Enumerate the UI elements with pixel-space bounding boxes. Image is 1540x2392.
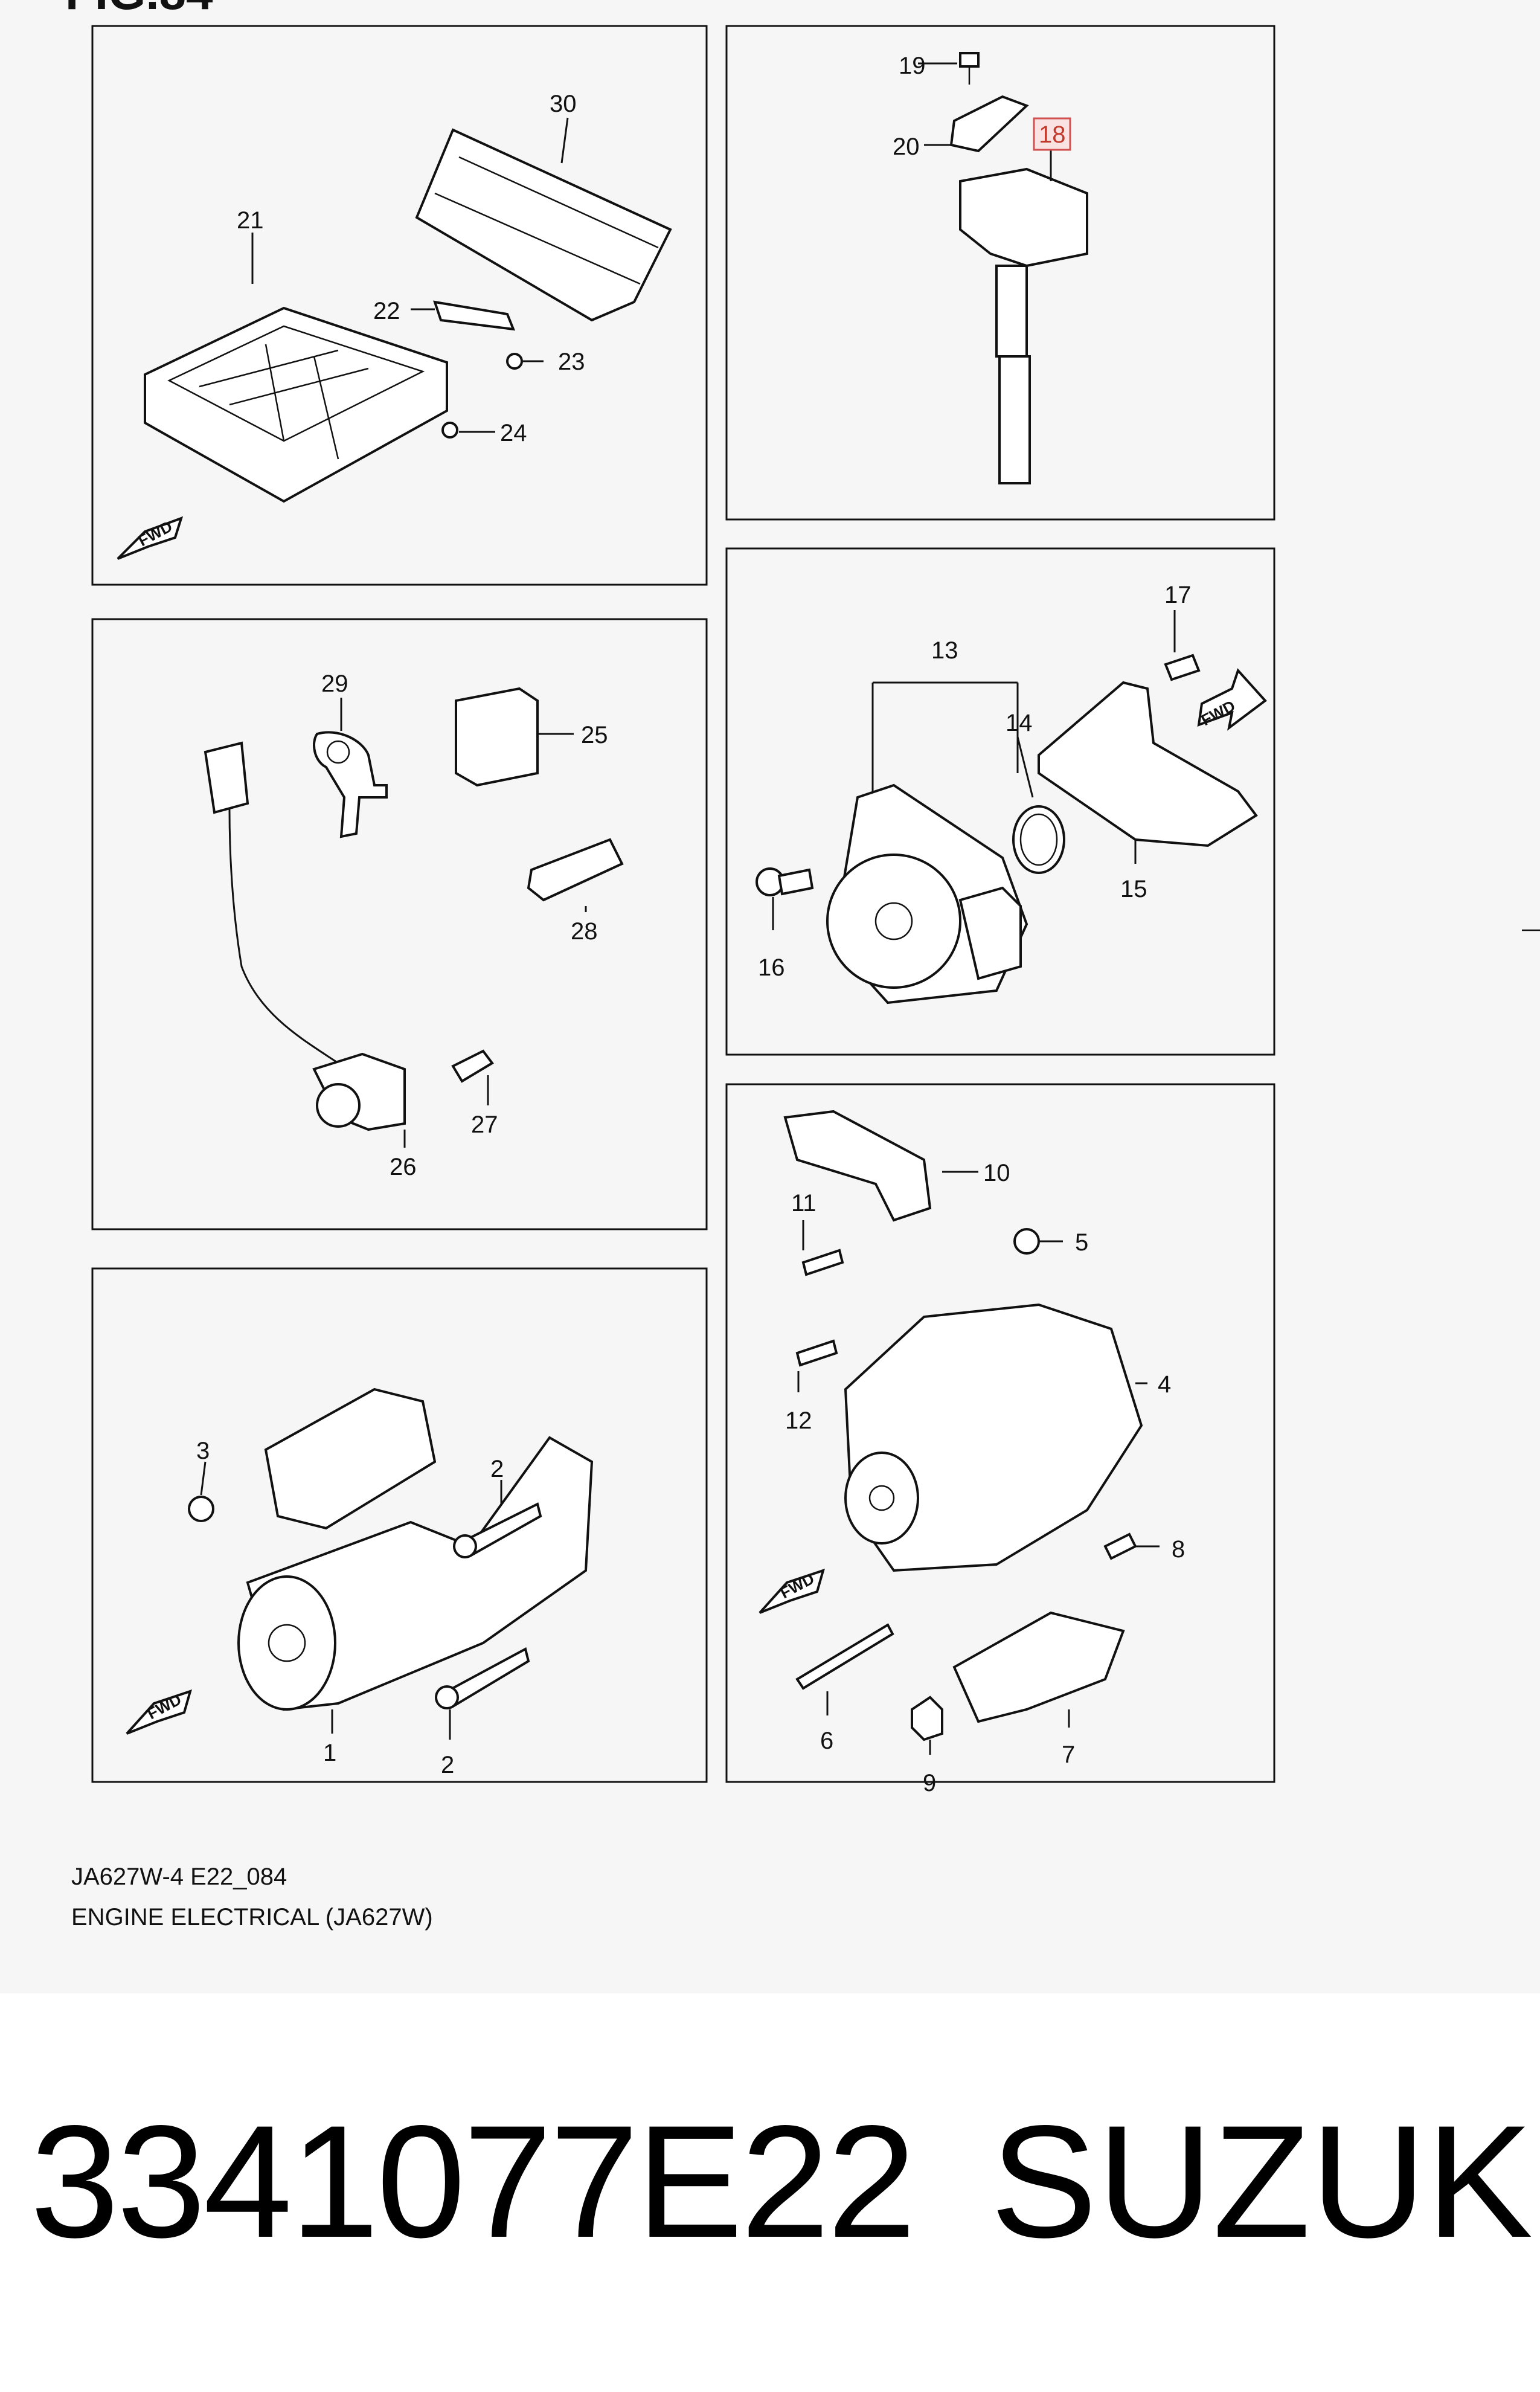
label-22: 22 [373,298,400,324]
label-13: 13 [931,637,958,664]
label-20: 20 [893,133,920,160]
ecm-bracket-shape [144,306,448,503]
relay-shape [455,687,539,787]
panel-cam-sensor: 13 14 17 15 16 FWD [725,547,1275,1056]
ignition-coil-shape [959,167,1088,268]
label-28: 28 [571,918,598,945]
ecm-cover-shape [415,128,672,322]
panel-alternator: 10 11 5 12 4 8 6 9 7 FWD [725,1083,1275,1796]
fwd-arrow-cam: FWD [1197,668,1267,731]
label-9: 9 [923,1770,936,1796]
diagram-code: JA627W-4 E22_084 [71,1863,287,1890]
fwd-arrow-alternator: FWD [759,1568,825,1614]
label-23: 23 [558,349,585,375]
panel-sensors-frame [91,618,708,1230]
panel-cam-frame [725,547,1275,1056]
highlight-box-18 [1033,117,1071,151]
fwd-arrow-starter: FWD [126,1689,192,1735]
label-30: 30 [550,91,577,117]
label-5: 5 [1075,1229,1088,1256]
label-3: 3 [196,1438,210,1464]
diagram-title: ENGINE ELECTRICAL (JA627W) [71,1904,433,1931]
part-number: 3341077E22 [30,2092,916,2271]
label-12: 12 [785,1407,812,1434]
label-16: 16 [758,954,785,981]
panel-sensors: 29 25 28 27 26 [91,618,708,1230]
brand-name: SUZUKI [990,2092,1540,2271]
label-25: 25 [581,722,608,748]
label-19: 19 [899,53,926,79]
label-7: 7 [1062,1741,1075,1768]
label-27: 27 [471,1111,498,1138]
label-26: 26 [390,1154,417,1180]
label-11: 11 [791,1190,817,1217]
label-1: 1 [323,1740,336,1766]
label-29: 29 [321,670,348,697]
panel-starter-frame [91,1267,708,1783]
label-2-upper: 2 [490,1456,504,1482]
panel-starter: 3 2 1 2 FWD [91,1267,708,1783]
panel-coil-frame [725,25,1275,521]
figure-title: FIG.84 [65,0,213,21]
label-15: 15 [1120,876,1147,902]
label-10: 10 [983,1160,1010,1186]
label-18-highlighted: 18 [1039,121,1066,148]
label-8: 8 [1172,1536,1185,1563]
label-17: 17 [1164,582,1192,608]
panel-ecm-frame [91,25,708,586]
panel-ignition-coil: 19 20 18 [725,25,1275,521]
panel-ecm: 30 21 22 23 24 FWD [91,25,708,586]
label-14: 14 [1006,710,1033,736]
exploded-parts-diagram: 30 21 22 23 24 FWD 19 20 18 [91,25,1540,1796]
label-21: 21 [237,207,264,234]
label-4: 4 [1158,1371,1171,1398]
label-24: 24 [500,420,527,446]
label-6: 6 [820,1728,833,1754]
fwd-arrow-ecm: FWD [117,516,184,560]
label-2-lower: 2 [441,1752,454,1778]
panel-alternator-frame [725,1083,1275,1783]
